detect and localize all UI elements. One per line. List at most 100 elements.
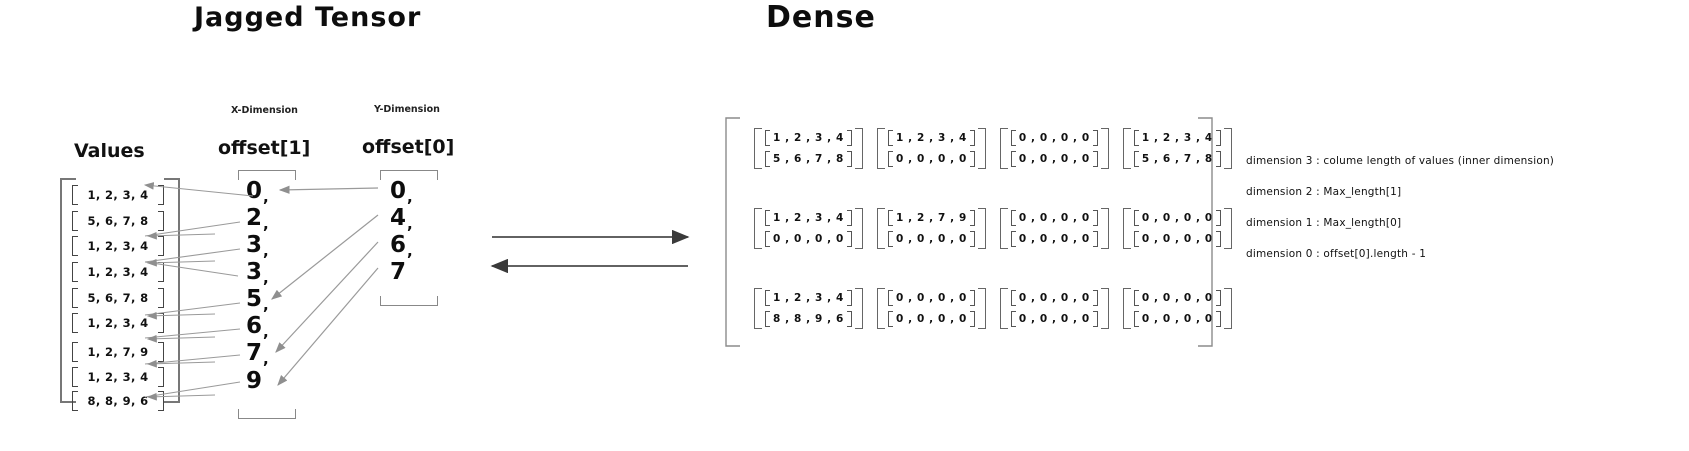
dense-cell-text: 8 , 8 , 9 , 6 bbox=[773, 312, 844, 325]
dense-cell-row: 0 , 0 , 0 , 0 bbox=[1010, 129, 1098, 146]
cell-bracket-right bbox=[1223, 127, 1232, 169]
cell-bracket-right bbox=[1100, 287, 1109, 329]
dense-cell-text: 1 , 2 , 7 , 9 bbox=[895, 211, 967, 224]
dense-cell-row: 1 , 2 , 3 , 4 bbox=[765, 129, 852, 146]
bracket-left bbox=[765, 150, 770, 167]
cell-bracket-right bbox=[854, 287, 863, 329]
values-row: 1, 2, 3, 4 bbox=[72, 261, 164, 283]
dense-cell-row: 0 , 0 , 0 , 0 bbox=[1010, 209, 1098, 226]
bracket-right bbox=[1092, 310, 1098, 327]
bracket-left bbox=[1133, 209, 1139, 226]
bracket-right bbox=[846, 289, 852, 306]
x-dimension-label: X-Dimension bbox=[231, 105, 298, 116]
bracket-right bbox=[158, 391, 164, 411]
bracket-right bbox=[158, 236, 164, 256]
values-row: 1, 2, 7, 9 bbox=[72, 341, 164, 363]
offset1-value: 3, bbox=[246, 232, 269, 260]
cell-bracket-left bbox=[1122, 207, 1131, 249]
offset1-bottom-bracket bbox=[238, 409, 296, 419]
dense-cell-row: 0 , 0 , 0 , 0 bbox=[887, 150, 975, 167]
bracket-right bbox=[846, 129, 852, 146]
bracket-left bbox=[72, 288, 78, 308]
cell-bracket-left bbox=[754, 287, 762, 329]
dense-cell-text: 0 , 0 , 0 , 0 bbox=[895, 291, 967, 304]
bracket-left bbox=[887, 209, 893, 226]
values-row-text: 1, 2, 3, 4 bbox=[87, 188, 149, 202]
dense-cell-text: 0 , 0 , 0 , 0 bbox=[1141, 232, 1213, 245]
bracket-left bbox=[765, 129, 770, 146]
offset1-value: 2, bbox=[246, 205, 269, 233]
bracket-left bbox=[72, 262, 78, 282]
cell-bracket-right bbox=[854, 127, 863, 169]
offset1-column-header: offset[1] bbox=[218, 137, 311, 159]
dense-cell-text: 0 , 0 , 0 , 0 bbox=[1018, 211, 1090, 224]
page-title-jagged-tensor: Jagged Tensor bbox=[194, 2, 422, 33]
dense-cell-text: 0 , 0 , 0 , 0 bbox=[1141, 211, 1213, 224]
dense-cell: 0 , 0 , 0 , 0 0 , 0 , 0 , 0 bbox=[1122, 287, 1232, 329]
dense-cell-row: 0 , 0 , 0 , 0 bbox=[887, 289, 975, 306]
dense-cell-text: 0 , 0 , 0 , 0 bbox=[773, 232, 844, 245]
bracket-left bbox=[1010, 310, 1016, 327]
bracket-left bbox=[1010, 230, 1016, 247]
offset0-value: 6, bbox=[390, 232, 413, 260]
bracket-right bbox=[158, 211, 164, 231]
bracket-right bbox=[1092, 289, 1098, 306]
bracket-right bbox=[1215, 129, 1221, 146]
cell-bracket-left bbox=[999, 287, 1008, 329]
values-list: 1, 2, 3, 4 5, 6, 7, 8 1, 2, 3, 4 1, 2, 3, 4… bbox=[60, 178, 180, 411]
offset0-value: 4, bbox=[390, 205, 413, 233]
dense-cell: 0 , 0 , 0 , 0 0 , 0 , 0 , 0 bbox=[1122, 207, 1232, 249]
offset0-top-bracket bbox=[380, 170, 438, 180]
cell-bracket-left bbox=[876, 287, 885, 329]
conversion-arrows bbox=[490, 229, 690, 274]
bracket-left bbox=[765, 209, 770, 226]
offset1-value: 0, bbox=[246, 178, 269, 206]
bracket-left bbox=[72, 236, 78, 256]
bracket-right bbox=[969, 209, 975, 226]
bracket-left bbox=[765, 230, 770, 247]
dense-cell-row: 1 , 2 , 3 , 4 bbox=[765, 209, 852, 226]
values-row: 5, 6, 7, 8 bbox=[72, 287, 164, 309]
values-row: 1, 2, 3, 4 bbox=[72, 312, 164, 334]
dense-cell-text: 1 , 2 , 3 , 4 bbox=[773, 211, 844, 224]
dense-cell-text: 0 , 0 , 0 , 0 bbox=[1141, 291, 1213, 304]
bracket-left bbox=[72, 367, 78, 387]
bracket-left bbox=[72, 211, 78, 231]
cell-bracket-right bbox=[1223, 287, 1232, 329]
values-row: 1, 2, 3, 4 bbox=[72, 366, 164, 388]
bracket-right bbox=[846, 209, 852, 226]
bracket-left bbox=[72, 313, 78, 333]
bracket-left bbox=[1133, 230, 1139, 247]
y-dimension-label: Y-Dimension bbox=[374, 104, 440, 115]
values-row-text: 5, 6, 7, 8 bbox=[87, 214, 149, 228]
bracket-left bbox=[1010, 209, 1016, 226]
offset1-value: 3, bbox=[246, 259, 269, 287]
bracket-left bbox=[1133, 289, 1139, 306]
dense-cell-text: 0 , 0 , 0 , 0 bbox=[1018, 131, 1090, 144]
dense-cell-text: 1 , 2 , 3 , 4 bbox=[895, 131, 967, 144]
dense-cell-row: 5 , 6 , 7 , 8 bbox=[765, 150, 852, 167]
dense-cell-text: 0 , 0 , 0 , 0 bbox=[1141, 312, 1213, 325]
cell-bracket-left bbox=[876, 207, 885, 249]
bracket-left bbox=[765, 289, 770, 306]
bracket-right bbox=[969, 230, 975, 247]
cell-bracket-left bbox=[754, 207, 762, 249]
cell-bracket-right bbox=[977, 127, 986, 169]
bracket-left bbox=[765, 310, 770, 327]
bracket-right bbox=[969, 289, 975, 306]
dense-cell-row: 1 , 2 , 7 , 9 bbox=[887, 209, 975, 226]
bracket-left bbox=[887, 129, 893, 146]
dense-cell-row: 5 , 6 , 7 , 8 bbox=[1133, 150, 1221, 167]
dense-cell-row: 0 , 0 , 0 , 0 bbox=[1133, 230, 1221, 247]
bracket-left bbox=[1010, 289, 1016, 306]
offset1-top-bracket bbox=[238, 170, 296, 180]
cell-bracket-left bbox=[876, 127, 885, 169]
bracket-right bbox=[1092, 230, 1098, 247]
bracket-right bbox=[158, 262, 164, 282]
offset0-bottom-bracket bbox=[380, 296, 438, 306]
dense-row: 1 , 2 , 3 , 4 0 , 0 , 0 , 0 1 , 2 , 7 , 9 0… bbox=[754, 192, 1232, 264]
values-row-text: 1, 2, 7, 9 bbox=[87, 345, 149, 359]
values-row: 1, 2, 3, 4 bbox=[72, 184, 164, 206]
